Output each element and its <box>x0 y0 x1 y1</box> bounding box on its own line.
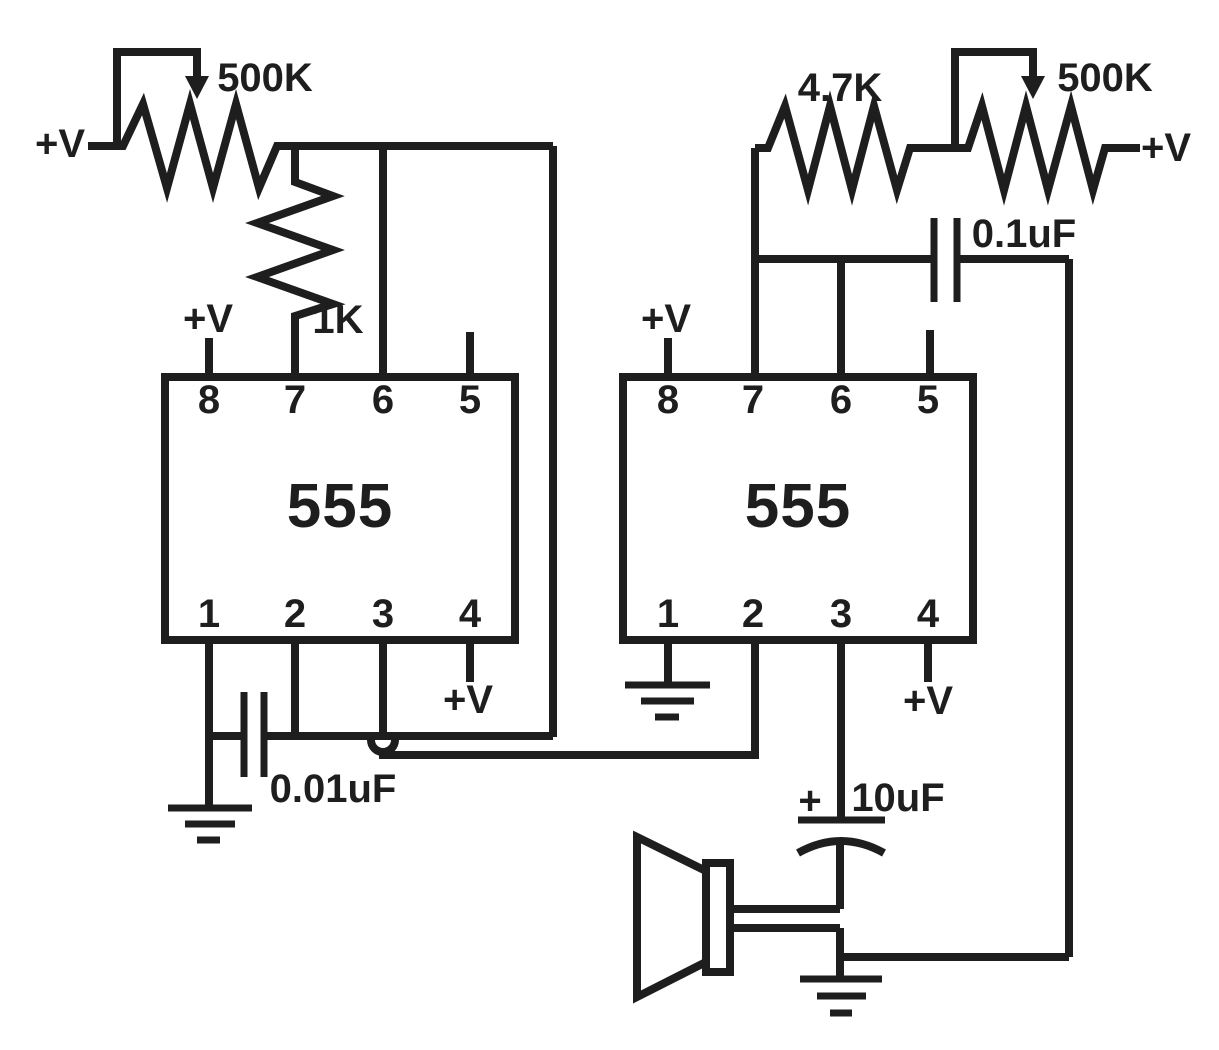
capacitor-0p1uf: 0.1uF <box>930 212 1076 302</box>
pin-6: 6 <box>372 378 394 422</box>
left-555-label: 555 <box>287 472 393 541</box>
pin-5: 5 <box>459 378 481 422</box>
left-ground-symbol <box>168 804 252 844</box>
pin-4: 4 <box>917 592 940 636</box>
right-pin8-supply-label: +V <box>641 297 691 341</box>
capacitor-10uf: + 10uF <box>796 776 945 909</box>
pin-1: 1 <box>657 592 679 636</box>
left-pot-resistor <box>88 88 553 204</box>
left-pot-label: 500K <box>217 56 313 100</box>
pin-7: 7 <box>284 378 306 422</box>
pin-4: 4 <box>459 592 482 636</box>
pin-2: 2 <box>742 592 764 636</box>
speaker-cone <box>633 830 708 1004</box>
left-oscillator: +V 500K 1K 555 8 7 6 5 1 2 3 4 +V <box>35 48 755 844</box>
right-pot-label: 500K <box>1057 56 1153 100</box>
cap-polarity-plus: + <box>798 779 821 823</box>
resistor-4k7-label: 4.7K <box>798 66 883 110</box>
right-555-ic <box>619 373 977 644</box>
pin-8: 8 <box>198 378 220 422</box>
pin-5: 5 <box>917 378 939 422</box>
output-to-trigger-wire <box>379 751 755 759</box>
speaker-driver <box>702 859 734 976</box>
pin-3: 3 <box>830 592 852 636</box>
pin-7: 7 <box>742 378 764 422</box>
resistor-1k <box>245 146 346 377</box>
supply-label: +V <box>35 122 85 166</box>
resistor-4k7-and-right-pot <box>755 90 1140 206</box>
pin-6: 6 <box>830 378 852 422</box>
left-pin4-supply-label: +V <box>443 678 493 722</box>
speaker-ground-symbol <box>800 975 882 1017</box>
capacitor-0p1uf-label: 0.1uF <box>972 212 1076 256</box>
left-pot-wiper-wire <box>113 48 201 146</box>
resistor-1k-label: 1K <box>312 298 363 342</box>
right-555-pin-numbers: 8 7 6 5 1 2 3 4 <box>657 378 940 636</box>
right-supply-label: +V <box>1141 126 1191 170</box>
right-oscillator: 4.7K 500K +V 0.1uF 555 8 7 6 5 1 2 3 4 +… <box>619 48 1191 957</box>
left-555-ic <box>161 373 519 644</box>
speaker-symbol <box>633 830 840 1004</box>
right-pot-wiper-wire <box>951 48 1037 148</box>
wire-hop-icon <box>367 739 399 756</box>
left-pot-wiper-arrow-icon <box>185 76 209 99</box>
output-stage: + 10uF <box>633 776 1069 1017</box>
left-pin8-supply-label: +V <box>183 297 233 341</box>
pin-3: 3 <box>372 592 394 636</box>
capacitor-0p01uf: 0.01uF <box>209 692 396 811</box>
right-555-label: 555 <box>745 472 851 541</box>
right-pot-wiper-arrow-icon <box>1021 76 1045 99</box>
right-pin4-supply-label: +V <box>903 679 953 723</box>
capacitor-0p01uf-label: 0.01uF <box>270 767 397 811</box>
pin-1: 1 <box>198 592 220 636</box>
capacitor-10uf-label: 10uF <box>851 776 944 820</box>
left-555-pin-numbers: 8 7 6 5 1 2 3 4 <box>198 378 482 636</box>
pin-2: 2 <box>284 592 306 636</box>
pin-8: 8 <box>657 378 679 422</box>
right-ground-symbol <box>625 681 710 721</box>
